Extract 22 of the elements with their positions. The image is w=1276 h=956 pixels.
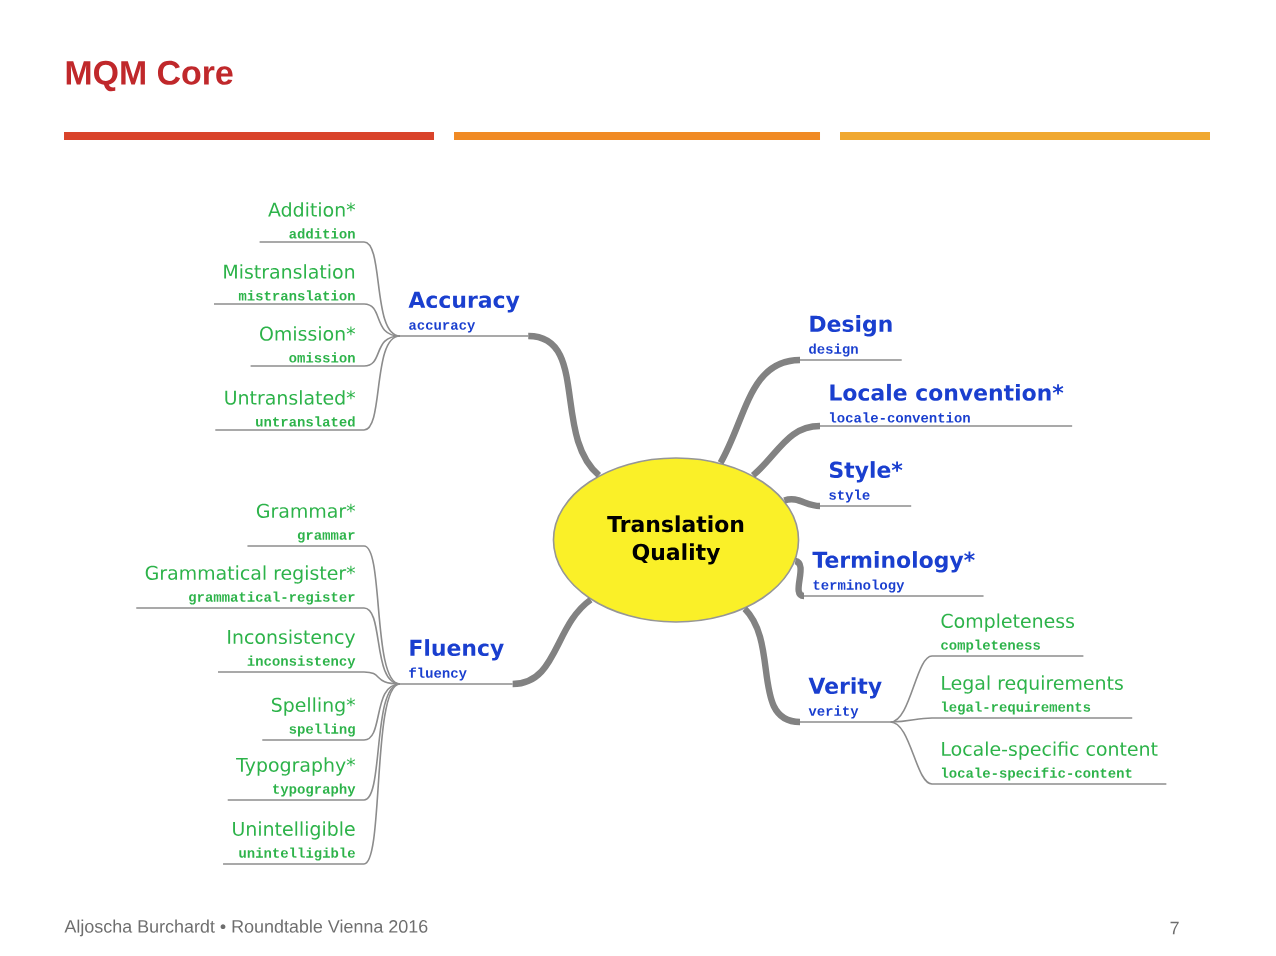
- branch-line: [363, 545, 401, 685]
- slide-title: MQM Core: [66, 60, 233, 92]
- branch-line: [363, 335, 401, 431]
- branch-line: [363, 335, 401, 367]
- branch-line: [363, 303, 401, 337]
- branch-line: [783, 496, 821, 510]
- branch-line: [750, 422, 821, 478]
- page-number: 7: [1170, 921, 1179, 935]
- branch-line: [363, 683, 401, 801]
- footer-text: Aljoscha Burchardt • Roundtable Vienna 2016: [64, 919, 428, 937]
- branch-line: [363, 683, 401, 741]
- branch-line: [363, 683, 401, 865]
- branch-line: [363, 241, 401, 337]
- branch-line: [794, 558, 805, 600]
- branch-line: [363, 671, 401, 685]
- branch-line: [742, 606, 801, 726]
- branch-line: [512, 597, 593, 688]
- branch-line: [889, 655, 933, 723]
- branch-line: [889, 721, 933, 785]
- branch-line: [717, 356, 801, 465]
- branch-line: [889, 717, 933, 723]
- branch-line: [363, 607, 401, 685]
